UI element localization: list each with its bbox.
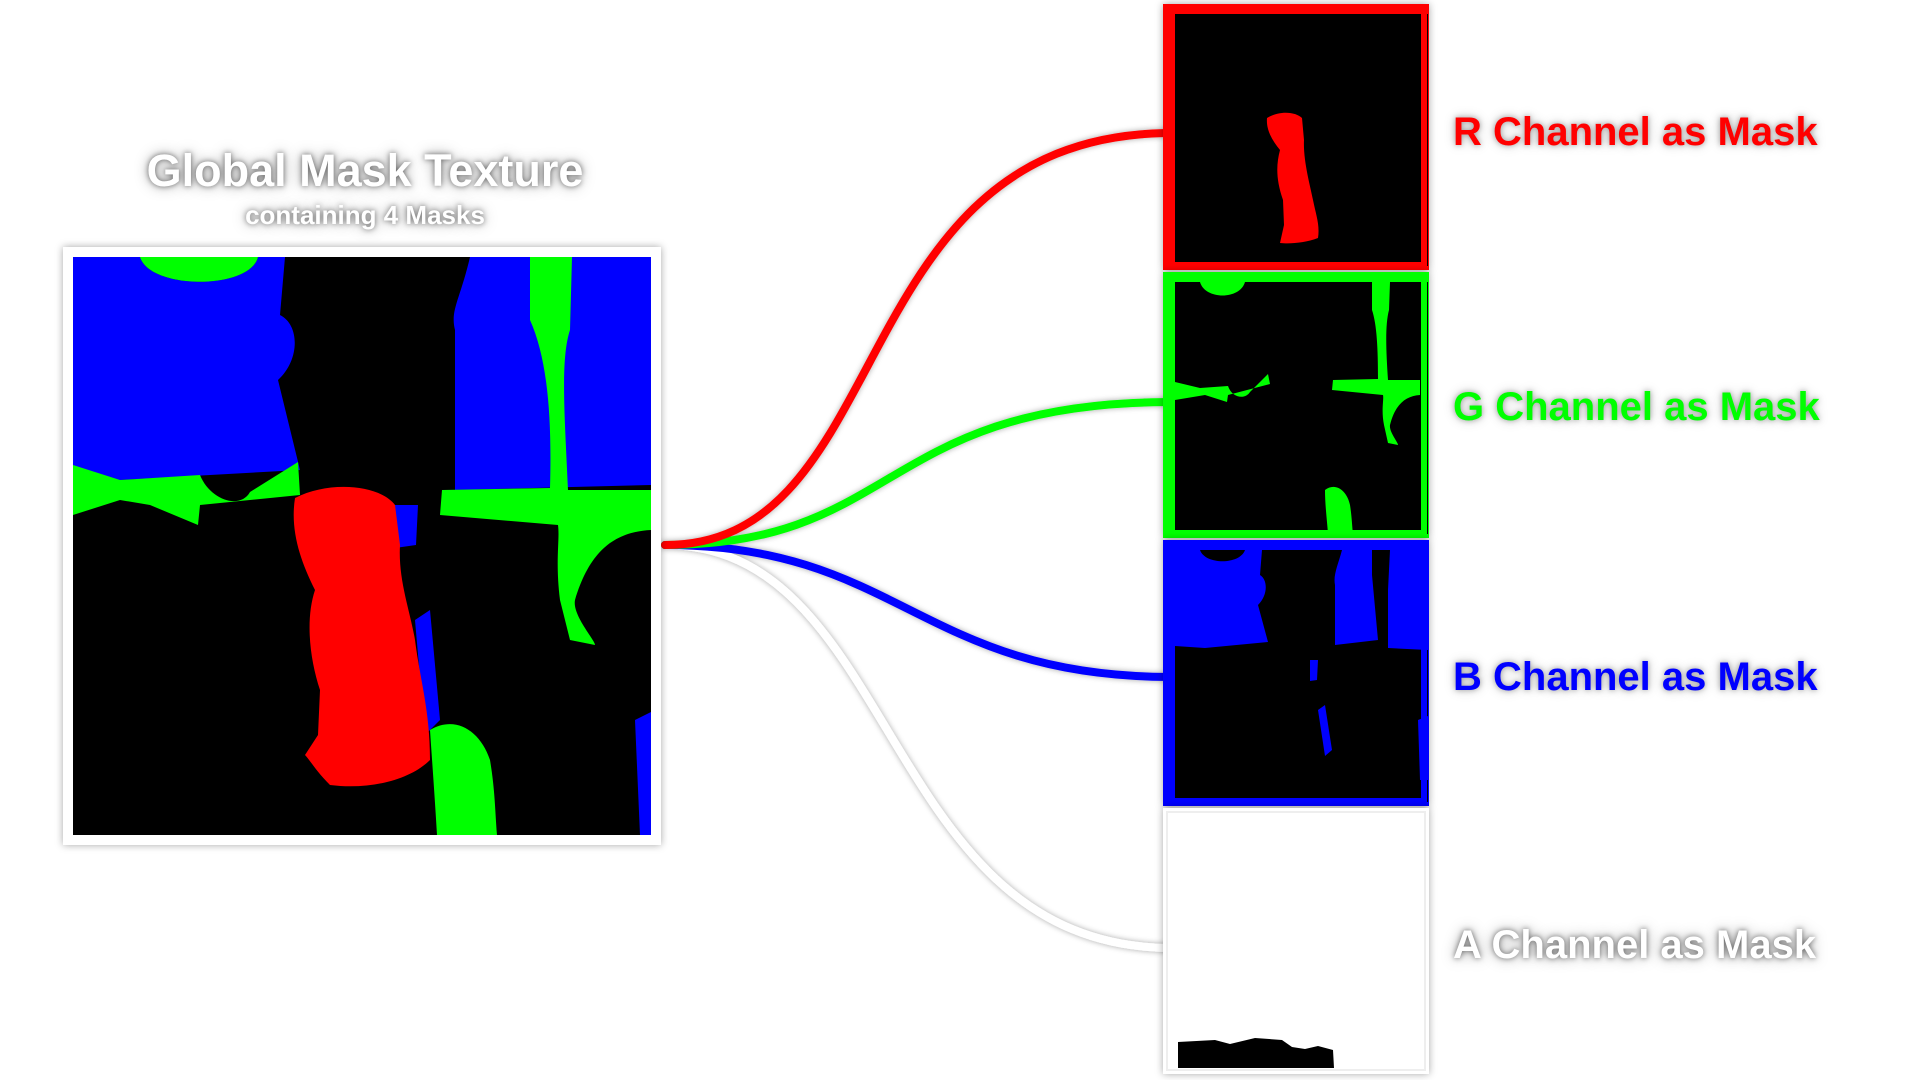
global-mask-image: [73, 257, 651, 835]
a-channel-shape: [1178, 1038, 1334, 1068]
b-channel-image: [1175, 550, 1428, 802]
connector-r-curve: [661, 129, 1176, 549]
r-channel-shape: [1266, 112, 1319, 244]
r-channel-image: [1175, 14, 1428, 266]
g-channel-cross: [1332, 282, 1420, 445]
connector-a-curve: [661, 541, 1176, 952]
mask-blue-shirt-left: [73, 257, 300, 480]
mask-green-belt-left: [73, 462, 300, 525]
b-channel-patch: [1310, 660, 1318, 681]
g-channel-border: [1165, 274, 1427, 536]
mask-blue-patch-center: [395, 505, 418, 548]
b-channel-label: B Channel as Mask: [1453, 655, 1818, 699]
b-channel-shirt-right: [1334, 550, 1378, 645]
mask-red-body: [293, 486, 430, 787]
a-channel-border: [1166, 811, 1426, 1071]
r-channel-label: R Channel as Mask: [1453, 110, 1818, 154]
mask-blue-sliver-right: [635, 712, 651, 835]
b-channel-border: [1165, 542, 1427, 804]
connector-curves: [661, 129, 1176, 952]
global-mask-title: Global Mask Texture: [146, 145, 584, 196]
global-mask-subtitle: containing 4 Masks: [245, 200, 485, 230]
g-channel-collar: [1200, 282, 1245, 296]
mask-green-cross-right: [440, 257, 651, 645]
g-channel-label: G Channel as Mask: [1453, 385, 1820, 429]
g-channel-image: [1175, 282, 1428, 534]
mask-green-collar-left: [140, 257, 258, 282]
global-mask-border: [63, 247, 661, 845]
r-channel-border: [1165, 6, 1427, 268]
mask-green-leg-bottom: [430, 724, 497, 835]
connector-g-curve: [661, 398, 1176, 549]
b-channel-shirt-left: [1175, 550, 1268, 648]
a-channel-image: [1175, 818, 1428, 1070]
a-channel-label: A Channel as Mask: [1453, 923, 1817, 967]
b-channel-shirt-right-2: [1388, 550, 1428, 650]
b-channel-strip: [1318, 705, 1332, 756]
g-channel-belt: [1175, 374, 1270, 402]
connector-b-curve: [661, 541, 1176, 681]
g-channel-leg: [1325, 486, 1353, 534]
mask-blue-strip-bottom: [415, 610, 440, 735]
